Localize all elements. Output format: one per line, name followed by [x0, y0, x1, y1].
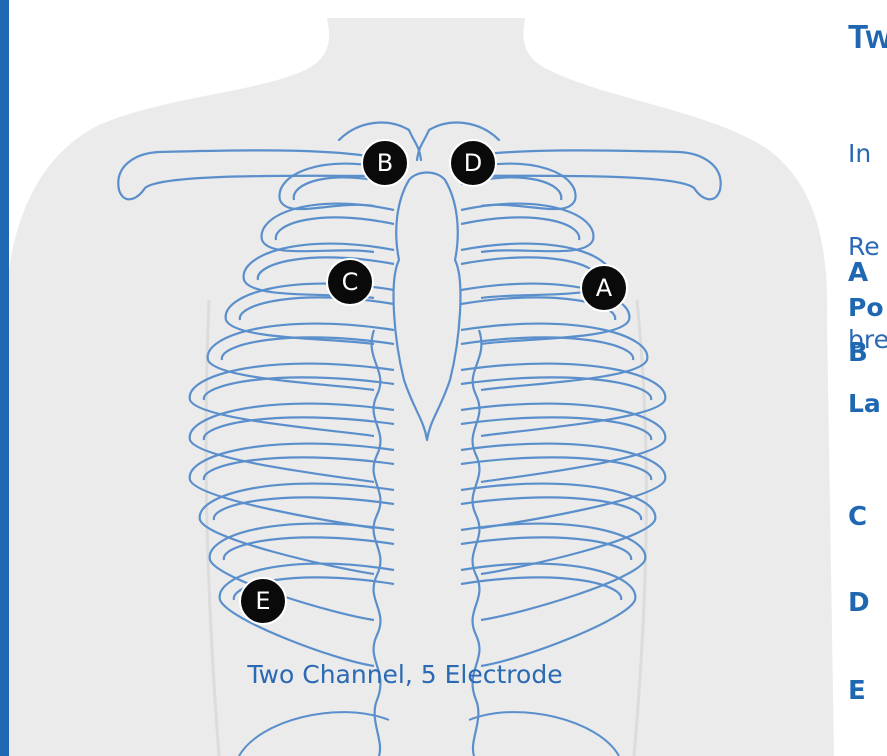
page-title: Tw — [848, 18, 887, 56]
electrode-c: C — [326, 258, 374, 306]
legend-letter-c: C — [848, 502, 867, 532]
left-accent-bar — [0, 0, 9, 756]
heading-line: La — [848, 388, 884, 420]
electrode-e: E — [239, 577, 287, 625]
chest-diagram: A B C D E Two Channel, 5 Electrode — [9, 0, 887, 756]
legend-letter-b: B — [848, 338, 868, 368]
heading-line: Po — [848, 292, 884, 324]
torso-silhouette — [9, 18, 834, 756]
electrode-d: D — [449, 139, 497, 187]
electrode-b: B — [361, 139, 409, 187]
legend-letter-d: D — [848, 588, 870, 618]
electrode-a: A — [580, 264, 628, 312]
intro-line: In — [848, 138, 887, 169]
legend-letter-a: A — [848, 258, 868, 288]
diagram-caption: Two Channel, 5 Electrode — [235, 660, 575, 689]
torso-illustration — [9, 0, 887, 756]
legend-letter-e: E — [848, 676, 866, 706]
